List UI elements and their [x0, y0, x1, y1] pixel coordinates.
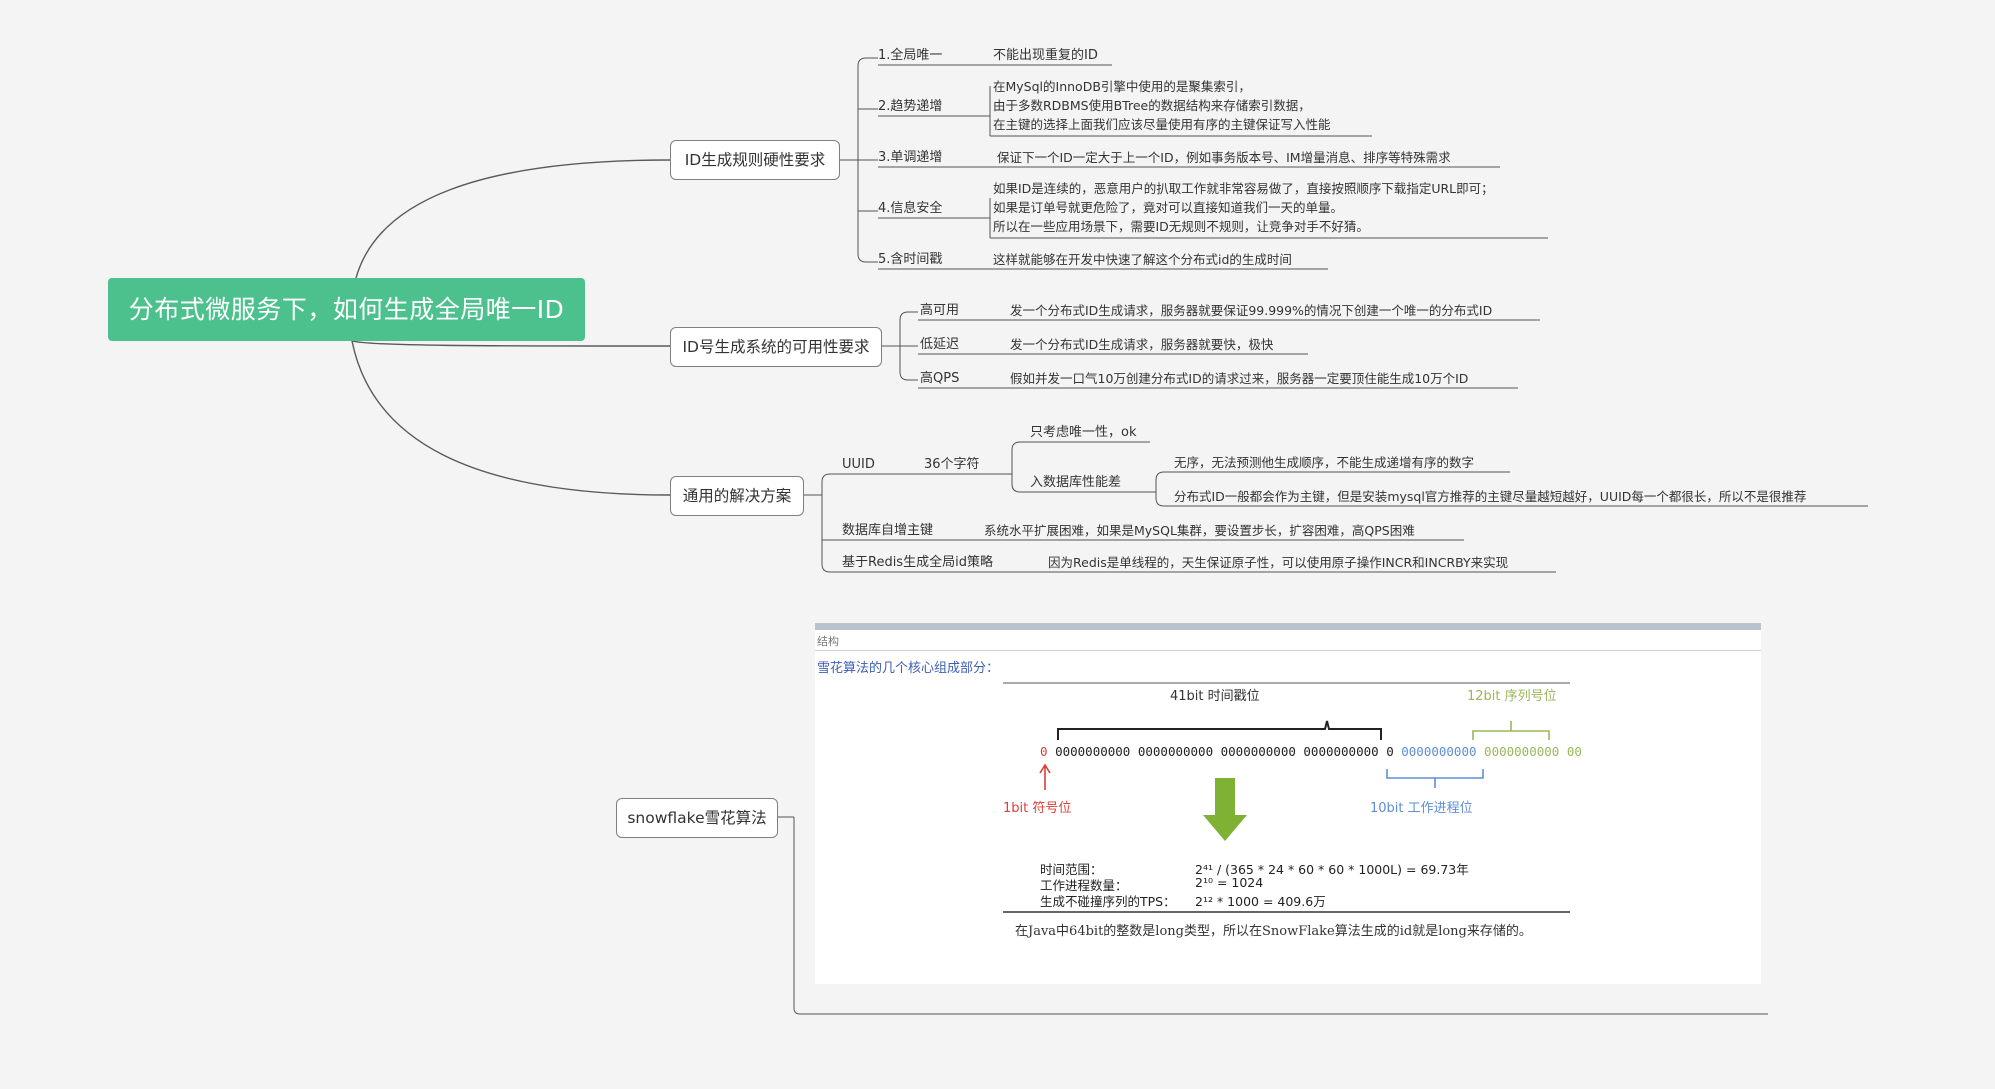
rule-desc-4a[interactable]: 如果ID是连续的，恶意用户的扒取工作就非常容易做了，直接按照顺序下载指定URL即… [993, 181, 1494, 196]
root-link-branch2 [351, 340, 671, 347]
formula-1-label: 时间范围： [1040, 862, 1103, 877]
root-topic[interactable]: 分布式微服务下，如何生成全局唯一ID [108, 278, 585, 341]
formula-2-label: 工作进程数量： [1040, 878, 1128, 893]
avail-desc-ha[interactable]: 发一个分布式ID生成请求，服务器就要保证99.999%的情况下创建一个唯一的分布… [1010, 303, 1493, 318]
snowflake-bit-diagram [1003, 682, 1570, 913]
note-header: 结构 [817, 635, 839, 648]
rule-desc-4b[interactable]: 如果是订单号就更危险了，竟对可以直接知道我们一天的单量。 [993, 200, 1344, 215]
label-10bit: 10bit 工作进程位 [1370, 801, 1473, 816]
root-link-branch3 [351, 340, 671, 496]
rule-key-2[interactable]: 2.趋势递增 [878, 99, 943, 114]
uuid-chars[interactable]: 36个字符 [924, 457, 980, 472]
note-top-bar [815, 623, 1761, 630]
label-12bit: 12bit 序列号位 [1467, 689, 1557, 704]
rule-desc-2a[interactable]: 在MySql的InnoDB引擎中使用的是聚集索引， [993, 79, 1251, 94]
rule-desc-3[interactable]: 保证下一个ID一定大于上一个ID，例如事务版本号、IM增量消息、排序等特殊需求 [997, 150, 1451, 165]
avail-key-ha[interactable]: 高可用 [920, 303, 960, 318]
branch-snowflake[interactable]: snowflake雪花算法 [616, 798, 778, 838]
bit-row: 0 0000000000 0000000000 0000000000 00000… [1040, 744, 1582, 759]
uuid-db-perf[interactable]: 入数据库性能差 [1030, 475, 1122, 490]
rule-key-4[interactable]: 4.信息安全 [878, 201, 943, 216]
label-1bit: 1bit 符号位 [1003, 801, 1072, 816]
note-footer: 在Java中64bit的整数是long类型，所以在SnowFlake算法生成的i… [1015, 924, 1532, 939]
rule-desc-5[interactable]: 这样就能够在开发中快速了解这个分布式id的生成时间 [993, 252, 1292, 267]
formula-3-label: 生成不碰撞序列的TPS： [1040, 894, 1176, 909]
formula-2-value: 2¹⁰ = 1024 [1195, 875, 1264, 890]
db-autoinc-desc[interactable]: 系统水平扩展困难，如果是MySQL集群，要设置步长，扩容困难，高QPS困难 [984, 523, 1415, 538]
rule-key-3[interactable]: 3.单调递增 [878, 150, 943, 165]
bits-seq: 0000000000 00 [1484, 744, 1582, 759]
avail-key-latency[interactable]: 低延迟 [920, 337, 960, 352]
snowflake-note[interactable]: 结构 雪花算法的几个核心组成部分： 41bit 时间戳位 12bit 序列号位 … [815, 623, 1761, 984]
note-header-divider [815, 650, 1761, 651]
uuid-con-2[interactable]: 分布式ID一般都会作为主键，但是安装mysql官方推荐的主键尽量越短越好，UUI… [1174, 489, 1807, 504]
avail-key-qps[interactable]: 高QPS [920, 371, 960, 386]
solution-uuid[interactable]: UUID [842, 457, 875, 472]
bits-sign: 0 [1040, 744, 1048, 759]
rule-desc-1[interactable]: 不能出现重复的ID [993, 48, 1098, 63]
branch-solutions[interactable]: 通用的解决方案 [670, 476, 804, 516]
formula-3-value: 2¹² * 1000 = 409.6万 [1195, 894, 1326, 909]
redis-desc[interactable]: 因为Redis是单线程的，天生保证原子性，可以使用原子操作INCR和INCRBY… [1048, 555, 1509, 570]
solution-db-autoinc[interactable]: 数据库自增主键 [842, 523, 934, 538]
branch-id-rules[interactable]: ID生成规则硬性要求 [670, 140, 840, 180]
bits-worker: 0000000000 [1401, 744, 1477, 759]
solution-redis[interactable]: 基于Redis生成全局id策略 [842, 555, 993, 570]
rule-desc-2b[interactable]: 由于多数RDBMS使用BTree的数据结构来存储索引数据， [993, 98, 1311, 113]
rule-desc-2c[interactable]: 在主键的选择上面我们应该尽量使用有序的主键保证写入性能 [993, 117, 1331, 132]
uuid-con-1[interactable]: 无序，无法预测他生成顺序，不能生成递增有序的数字 [1174, 455, 1475, 470]
label-41bit: 41bit 时间戳位 [1170, 689, 1260, 704]
rule-key-5[interactable]: 5.含时间戳 [878, 252, 943, 267]
uuid-ok[interactable]: 只考虑唯一性，ok [1030, 425, 1137, 440]
avail-desc-latency[interactable]: 发一个分布式ID生成请求，服务器就要快，极快 [1010, 337, 1274, 352]
branch-availability[interactable]: ID号生成系统的可用性要求 [670, 327, 882, 367]
avail-desc-qps[interactable]: 假如并发一口气10万创建分布式ID的请求过来，服务器一定要顶住能生成10万个ID [1010, 371, 1469, 386]
rule-key-1[interactable]: 1.全局唯一 [878, 48, 943, 63]
note-intro: 雪花算法的几个核心组成部分： [817, 661, 1000, 676]
rule-desc-4c[interactable]: 所以在一些应用场景下，需要ID无规则不规则，让竞争对手不好猜。 [993, 219, 1369, 234]
root-link-branch1 [355, 159, 671, 279]
bits-time: 0000000000 0000000000 0000000000 0000000… [1055, 744, 1394, 759]
formula-1-value: 2⁴¹ / (365 * 24 * 60 * 60 * 1000L) = 69.… [1195, 862, 1469, 877]
